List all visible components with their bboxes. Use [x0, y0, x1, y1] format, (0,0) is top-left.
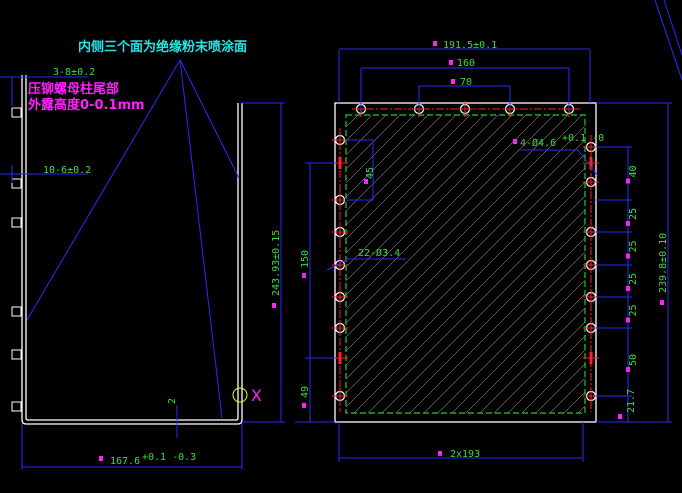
dim-height-right: 239.8±0.10 [658, 233, 669, 293]
dim-49: 49 [300, 386, 311, 398]
dim-45: 45 [365, 167, 376, 179]
dim-top: 3-8±0.2 [53, 67, 95, 78]
side-profile-inner [25, 75, 239, 421]
note-rivet-1: 压铆螺母柱尾部 [28, 81, 119, 97]
dim-right-2: 25 [628, 240, 639, 252]
dim-bottom: 2x193 [450, 449, 480, 460]
dim-width-tol: +0.1 -0.3 [142, 452, 196, 463]
dim-height-left: 243.93±0.15 [271, 230, 282, 296]
side-profile-outer [21, 75, 243, 425]
panel-outline [334, 102, 597, 423]
mounting-hole [332, 224, 348, 240]
dim-overall-width: 191.5±0.1 [443, 40, 497, 51]
dim-mid: 10-6±0.2 [43, 165, 91, 176]
dim-holes-4-tol: +0.1 -0 [562, 133, 604, 144]
mark-x: X [251, 386, 262, 405]
dim-width: 167.6 [110, 456, 140, 467]
dim-holes-4: 4-Ø4.6 [520, 137, 556, 149]
detail-circle [232, 387, 248, 403]
leader-line [26, 59, 181, 321]
dim-right-3: 25 [628, 273, 639, 285]
leader-line [179, 59, 223, 419]
dim-right-6: 21.7 [626, 389, 637, 413]
mounting-hole [332, 320, 348, 336]
note-rivet-2: 外露高度0-0.1mm [27, 97, 145, 113]
rivet-nut-squares [11, 107, 22, 412]
note-insulation: 内侧三个面为绝缘粉末喷涂面 [78, 39, 247, 55]
dim-160: 160 [457, 58, 475, 69]
rivet-nut-mark [583, 352, 599, 364]
mounting-hole [457, 101, 473, 117]
stray-line [663, 0, 682, 56]
dim-70: 70 [460, 77, 472, 88]
dim-thickness: 2 [167, 398, 178, 404]
stray-line [654, 0, 682, 81]
front-view: 191.5±0.1 160 70 4-Ø4.6 +0.1 -0 22-Ø3.4 … [271, 40, 672, 462]
dim-150: 150 [300, 250, 311, 268]
mounting-hole [583, 174, 599, 190]
side-view: X 3-8±0.2 10-6±0.2 167.6 +0.1 -0.3 2 [0, 59, 285, 470]
leader-line [179, 59, 240, 179]
insulation-boundary [345, 114, 586, 414]
dim-right-1: 25 [628, 208, 639, 220]
dim-right-5: 50 [628, 354, 639, 366]
dim-holes-22: 22-Ø3.4 [358, 247, 400, 259]
mounting-hole [332, 289, 348, 305]
hatch-pattern [346, 115, 585, 413]
dim-right-4: 25 [628, 304, 639, 316]
mounting-hole [332, 388, 348, 404]
dim-right-0: 40 [628, 165, 639, 177]
